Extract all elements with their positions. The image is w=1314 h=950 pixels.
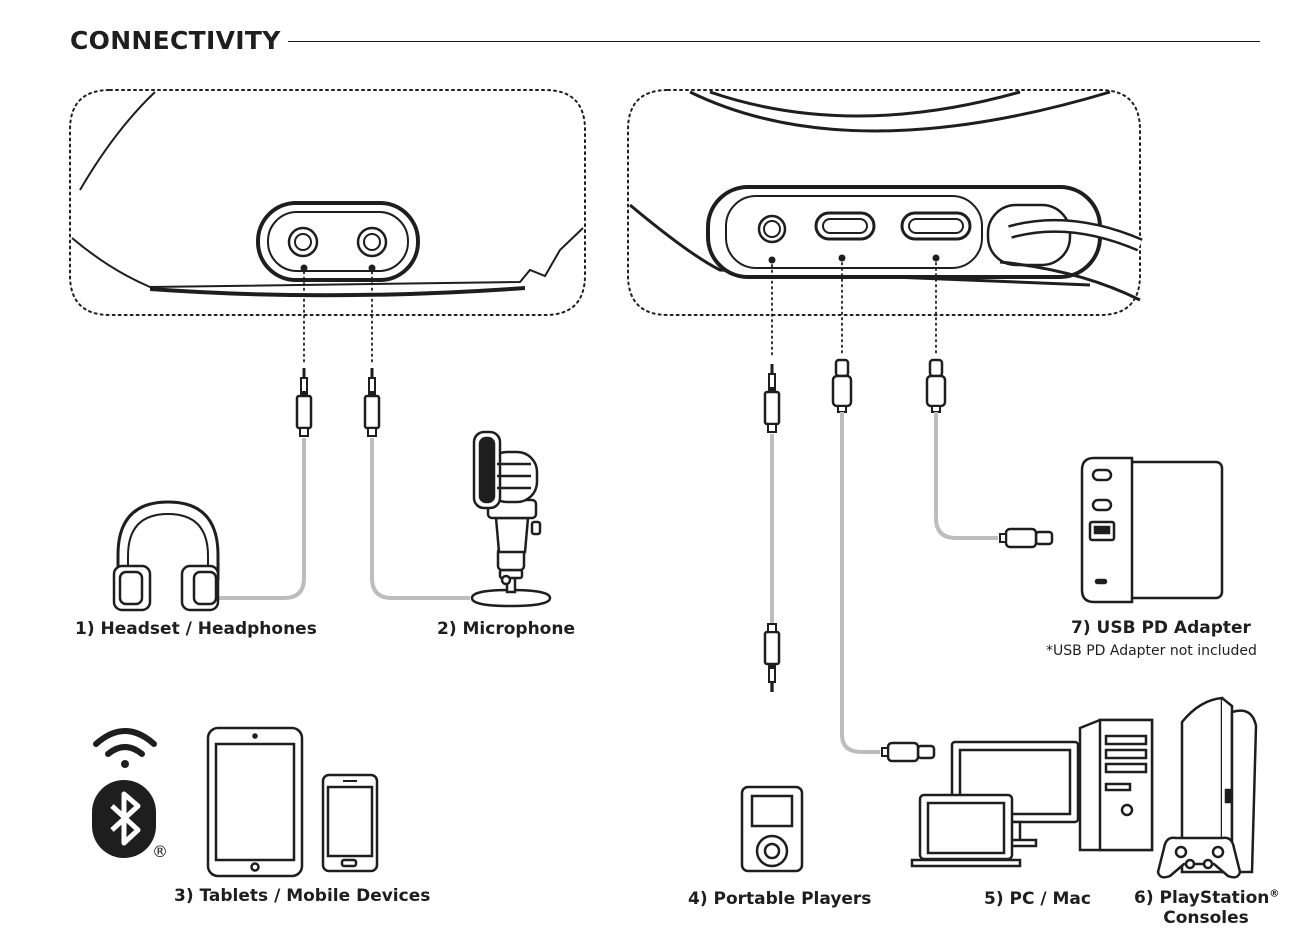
portable-player-icon <box>740 785 804 873</box>
portable-jack-top <box>763 362 781 434</box>
adapter-usb-c-top <box>925 358 947 414</box>
headset-label: 1) Headset / Headphones <box>75 619 317 639</box>
bluetooth-icon <box>92 780 156 858</box>
right-port-callout <box>627 89 1143 316</box>
tablets-label: 3) Tablets / Mobile Devices <box>174 886 431 906</box>
registered-mark: ® <box>152 842 168 861</box>
playstation-console-icon <box>1180 696 1258 874</box>
title-divider <box>288 41 1260 42</box>
playstation-registered-mark: ® <box>1269 888 1280 900</box>
microphone-jack <box>363 366 381 438</box>
pc-label: 5) PC / Mac <box>984 889 1091 909</box>
microphone-icon <box>470 430 552 608</box>
headphones-icon <box>112 500 220 612</box>
usb-pd-adapter-icon <box>1080 456 1224 604</box>
playstation-label-line2: Consoles <box>1163 908 1249 928</box>
tablet-icon <box>206 726 304 878</box>
usb-pd-note: *USB PD Adapter not included <box>1046 643 1257 659</box>
phone-icon <box>321 773 379 873</box>
pc-tower-icon <box>1078 718 1154 852</box>
playstation-label: 6) PlayStation® Consoles <box>1134 888 1280 928</box>
wifi-icon <box>93 728 157 768</box>
laptop-icon <box>910 793 1022 868</box>
adapter-usb-c-bottom <box>998 527 1054 549</box>
pc-usb-c-bottom <box>880 741 936 763</box>
headset-jack <box>295 366 313 438</box>
left-port-callout <box>69 89 586 316</box>
playstation-label-line1: 6) PlayStation <box>1134 888 1270 908</box>
usb-pd-label: 7) USB PD Adapter <box>1071 618 1251 638</box>
page-title: CONNECTIVITY <box>70 26 281 55</box>
pc-usb-c-top <box>831 358 853 414</box>
gamepad-icon <box>1156 836 1242 879</box>
portable-label: 4) Portable Players <box>688 889 872 909</box>
microphone-label: 2) Microphone <box>437 619 575 639</box>
portable-jack-bottom <box>763 622 781 694</box>
